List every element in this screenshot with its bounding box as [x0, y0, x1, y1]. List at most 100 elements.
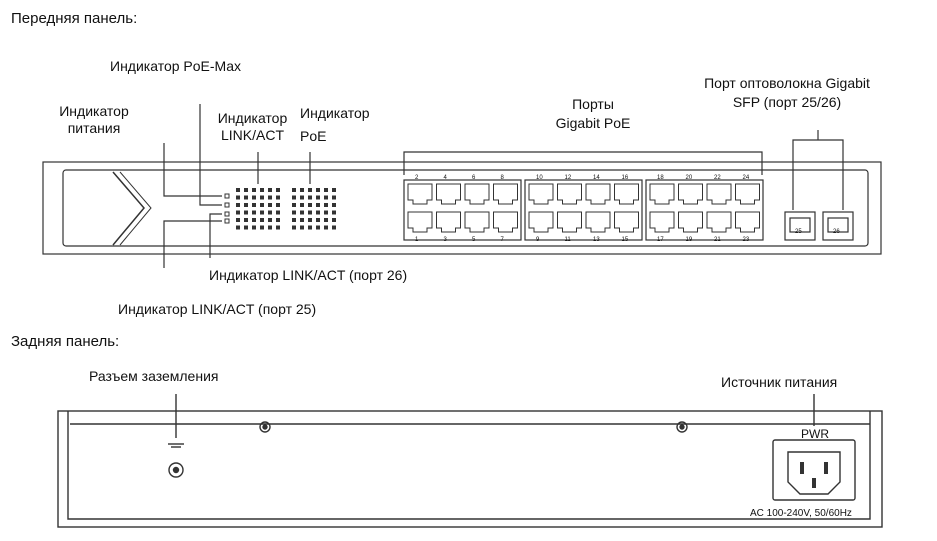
port-led [252, 218, 256, 222]
port-led [244, 188, 248, 192]
port-number-top: 12 [564, 175, 572, 181]
rj45-port [464, 211, 490, 233]
port-led [292, 203, 296, 207]
port-led [316, 203, 320, 207]
rj45-port [585, 211, 611, 233]
port-led [276, 188, 280, 192]
link-act-port26-label: Индикатор LINK/ACT (порт 26) [209, 267, 408, 283]
rj45-port [735, 211, 760, 233]
port-led [324, 203, 328, 207]
port-led [252, 225, 256, 230]
rj45-port [493, 211, 518, 233]
port-led [300, 195, 304, 200]
power-indicator-label: Индикатор питания [59, 103, 129, 136]
sfp-port-number: 26 [833, 229, 840, 235]
port-led [276, 203, 280, 207]
rj45-port [706, 183, 732, 205]
port-led [244, 195, 248, 200]
front-bezel [62, 169, 869, 247]
screw-left [259, 421, 271, 433]
port-number-bottom: 13 [593, 237, 600, 243]
port-led [324, 195, 328, 200]
sfp-port-number: 25 [795, 229, 802, 235]
port-number-bottom: 3 [443, 237, 447, 243]
port-led [244, 218, 248, 222]
port-led [292, 218, 296, 222]
front-panel-heading: Передняя панель: [11, 10, 138, 27]
port-led [236, 225, 240, 230]
port-led [268, 203, 272, 207]
port-number-top: 14 [593, 175, 600, 181]
port-led [292, 210, 296, 215]
port-number-bottom: 17 [657, 237, 664, 243]
port-led [332, 210, 336, 215]
status-led [224, 202, 230, 208]
rj45-port [407, 211, 433, 233]
port-led [332, 203, 336, 207]
port-number-top: 24 [742, 175, 750, 181]
chevron-logo [112, 171, 145, 246]
port-number-bottom: 23 [742, 237, 750, 243]
port-led [300, 188, 304, 192]
port-led [292, 195, 296, 200]
port-led [276, 218, 280, 222]
port-led [324, 225, 328, 230]
rj45-port [528, 183, 554, 205]
port-led [268, 188, 272, 192]
rj45-port [706, 211, 732, 233]
rj45-port [649, 211, 675, 233]
port-led [236, 218, 240, 222]
port-led [316, 218, 320, 222]
port-led [268, 225, 272, 230]
rj45-port [735, 183, 760, 205]
led-matrix [224, 188, 336, 230]
port-led [260, 203, 264, 207]
port-led [324, 188, 328, 192]
rj45-port [407, 183, 433, 205]
port-number-top: 2 [415, 175, 419, 181]
poe-max-indicator-label: Индикатор PoE-Max [110, 58, 241, 74]
port-led [300, 203, 304, 207]
port-number-top: 18 [657, 175, 664, 181]
pwr-text: PWR [801, 427, 829, 441]
rj45-port [436, 211, 461, 233]
port-led [260, 225, 264, 230]
status-led [224, 211, 230, 217]
port-number-bottom: 1 [415, 237, 419, 243]
ports-bracket [403, 151, 763, 175]
port-led [244, 225, 248, 230]
ground-connector-label: Разъем заземления [89, 368, 219, 384]
port-led [236, 188, 240, 192]
power-inlet-frame [772, 439, 856, 501]
rj45-port [649, 183, 675, 205]
screw-right [676, 421, 688, 433]
rj45-port [614, 183, 639, 205]
port-led [332, 218, 336, 222]
rj45-port [557, 183, 582, 205]
port-led [300, 225, 304, 230]
port-number-top: 22 [714, 175, 721, 181]
rj45-port [585, 183, 611, 205]
port-number-bottom: 5 [472, 237, 476, 243]
power-rating-text: AC 100-240V, 50/60Hz [750, 508, 852, 519]
port-led [252, 210, 256, 215]
port-led [308, 210, 312, 215]
port-led [252, 188, 256, 192]
rj45-port [464, 183, 490, 205]
rj45-port [436, 183, 461, 205]
port-led [276, 225, 280, 230]
power-inlet-socket [787, 451, 841, 495]
port-led [260, 195, 264, 200]
poe-indicator-label: Индикатор PoE [300, 105, 370, 144]
port-led [276, 195, 280, 200]
gigabit-poe-ports-label: Порты Gigabit PoE [555, 96, 631, 131]
rear-panel-heading: Задняя панель: [11, 333, 120, 350]
rj45-port [528, 211, 554, 233]
rj45-port [557, 211, 582, 233]
port-led [300, 218, 304, 222]
port-led [316, 225, 320, 230]
port-led [276, 210, 280, 215]
port-led [324, 218, 328, 222]
port-led [260, 210, 264, 215]
front-chassis [42, 161, 882, 255]
